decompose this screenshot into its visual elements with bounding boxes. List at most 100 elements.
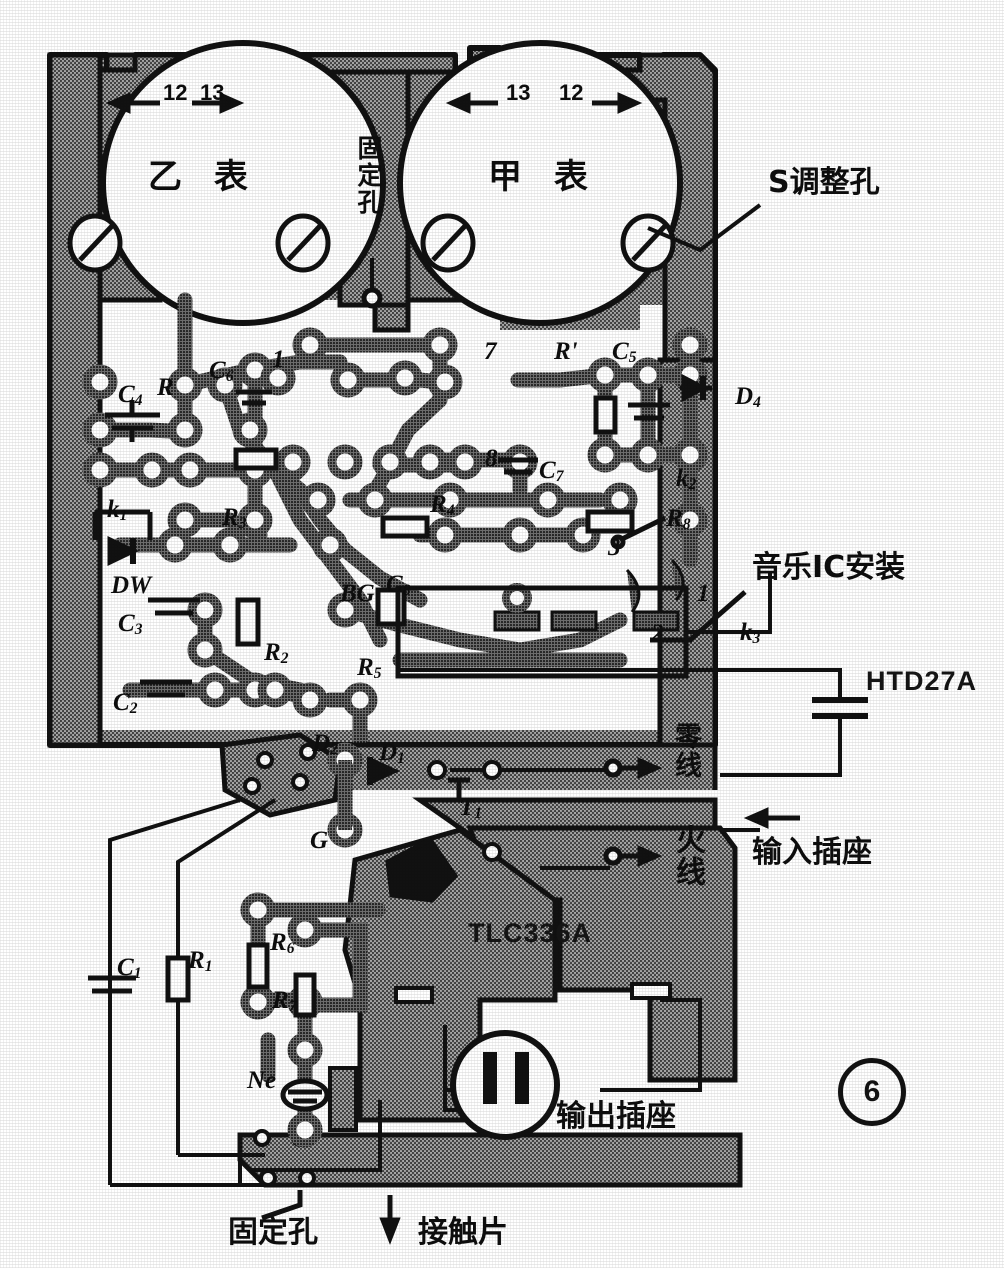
component-label-pad1: 1 <box>272 347 285 372</box>
component-label-main: C <box>113 689 130 716</box>
component-label-main: C <box>386 571 403 598</box>
s-adjust-leader <box>647 203 762 253</box>
component-label-k1: k1 <box>107 497 127 523</box>
component-label-main: R <box>264 639 281 666</box>
component-label-main: D <box>312 730 331 757</box>
component-label-c4: C4 <box>118 382 142 408</box>
label-s-adjust-hole: S调整孔 <box>768 165 880 200</box>
component-label-dw: DW <box>111 573 151 598</box>
meter-right-pin-12: 12 <box>559 80 584 105</box>
label-fixed-hole-bottom: 固定孔 <box>228 1215 318 1250</box>
component-label-d4: D4 <box>735 384 761 410</box>
component-label-subscript: 3 <box>134 620 143 638</box>
component-label-main: C <box>117 954 134 981</box>
figure-number: 6 <box>838 1058 906 1126</box>
component-label-main: C <box>118 381 135 408</box>
component-label-rp: R' <box>554 339 578 364</box>
component-label-pad3: 3 <box>608 535 621 560</box>
component-label-subscript: 6 <box>225 367 234 385</box>
component-label-subscript: 2 <box>688 475 697 493</box>
component-label-main: R <box>157 374 174 401</box>
component-label-subscript: 1 <box>397 749 405 767</box>
label-input-socket: 输入插座 <box>752 835 872 870</box>
component-label-subscript: 6 <box>286 939 295 957</box>
component-label-main: C <box>612 338 629 365</box>
component-label-main: R <box>357 654 374 681</box>
component-symbols-lower <box>88 756 470 1132</box>
component-label-subscript: 7 <box>288 997 297 1015</box>
component-label-main: DW <box>111 572 152 599</box>
component-label-main: D <box>379 739 398 766</box>
component-label-subscript: 1 <box>119 506 128 524</box>
component-label-main: G <box>310 827 329 854</box>
component-label-main: BG <box>340 580 375 607</box>
component-label-c8: C8 <box>386 572 410 598</box>
component-label-c7: C7 <box>539 458 563 484</box>
label-output-socket: 输出插座 <box>556 1099 676 1134</box>
component-label-g: G <box>310 828 328 853</box>
component-label-pad8: 8 <box>485 446 498 471</box>
component-label-subscript: 4 <box>446 501 455 519</box>
component-label-subscript: 8 <box>402 581 411 599</box>
component-label-c3: C3 <box>118 611 142 637</box>
component-label-r3: R3 <box>222 505 246 531</box>
component-label-k2: k2 <box>676 466 696 492</box>
meter-left-label: 乙 表 <box>148 157 258 197</box>
component-label-r8: R8 <box>666 506 690 532</box>
component-label-main: R <box>272 987 289 1014</box>
component-label-subscript: 3 <box>752 629 761 647</box>
component-label-subscript: 1 <box>204 957 213 975</box>
label-main-ic: TLC336A <box>468 918 593 948</box>
label-contact-strip: 接触片 <box>418 1215 508 1250</box>
label-music-ic-mount: 音乐IC安装 <box>752 550 906 585</box>
component-label-main: 1 <box>697 580 710 607</box>
component-label-main: C <box>209 357 226 384</box>
label-live-wire: 火线 <box>670 824 705 888</box>
component-label-main: R <box>222 504 239 531</box>
label-fixed-hole-center: 固定孔 <box>354 135 383 216</box>
component-label-bg: BG <box>340 581 375 606</box>
component-label-pad7: 7 <box>484 339 497 364</box>
meter-right-label: 甲 表 <box>488 157 598 197</box>
component-label-main: D <box>735 383 754 410</box>
output-socket-symbol <box>450 1030 560 1140</box>
meter-right-pin-13: 13 <box>506 80 531 105</box>
component-label-main: 2 <box>651 620 664 647</box>
component-label-subscript: 2 <box>330 740 338 758</box>
component-label-main: k <box>676 465 689 492</box>
component-label-main: 3 <box>608 534 621 561</box>
component-label-main: 7 <box>484 338 497 365</box>
component-label-ne: Ne <box>247 1068 276 1093</box>
meter-pin-arrows <box>105 92 643 114</box>
component-label-pad1b: 1 <box>697 581 710 606</box>
component-label-r6: R6 <box>270 930 294 956</box>
component-label-subscript: 7 <box>555 467 564 485</box>
component-label-main: 8 <box>485 445 498 472</box>
component-label-main: k <box>740 619 753 646</box>
component-label-t1: T1 <box>459 795 482 821</box>
meter-left-pin-12: 12 <box>163 80 188 105</box>
component-label-main: R <box>270 929 287 956</box>
component-label-c2: C2 <box>113 690 137 716</box>
component-label-main: R <box>666 505 683 532</box>
callout-arrows <box>261 757 800 1245</box>
component-label-d2: D2 <box>312 731 338 757</box>
meter-left-circle <box>67 40 386 326</box>
component-label-main: T <box>459 794 475 821</box>
component-label-pad2: 2 <box>651 621 664 646</box>
component-label-subscript: 5 <box>628 348 637 366</box>
component-label-d1: D1 <box>379 740 405 766</box>
component-label-subscript: 1 <box>474 804 483 822</box>
component-label-main: R' <box>554 338 578 365</box>
component-label-c1: C1 <box>117 955 141 981</box>
label-buzzer: HTD27A <box>866 666 978 696</box>
component-label-r4: R4 <box>430 492 454 518</box>
component-label-main: Ne <box>247 1067 277 1094</box>
component-label-main: R <box>430 491 447 518</box>
label-neutral-wire: 零线 <box>670 722 701 780</box>
component-label-r2: R2 <box>264 640 288 666</box>
component-symbols-upper <box>92 373 747 698</box>
component-label-r1a: R1 <box>188 948 212 974</box>
